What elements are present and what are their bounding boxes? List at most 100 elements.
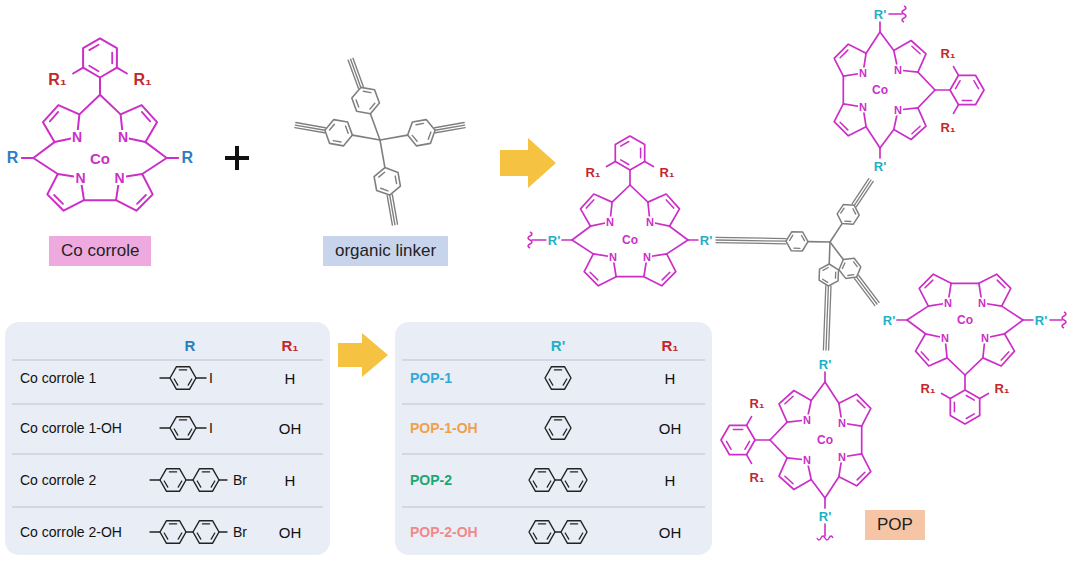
bond-line (907, 320, 926, 334)
table-cell: POP-2 (410, 473, 452, 487)
atom-label: N (893, 105, 903, 116)
table-header: R₁ (661, 338, 678, 353)
bond-line (219, 479, 227, 480)
box-text: organic linker (335, 241, 436, 261)
polymer-continuation (817, 536, 833, 540)
table-cell: H (665, 371, 676, 386)
double-bond-line (381, 188, 388, 191)
reaction-arrow (500, 138, 556, 188)
table-rule (12, 507, 323, 508)
bond-line (811, 480, 825, 499)
benzene-ring (160, 469, 186, 492)
double-bond-line (50, 112, 58, 121)
double-bond-line (547, 481, 551, 487)
bond-line (555, 531, 561, 532)
bond-line (942, 394, 951, 399)
double-bond-line (356, 100, 359, 107)
double-bond-line (570, 523, 577, 524)
benzene-ring (545, 417, 571, 440)
double-bond-line (662, 272, 670, 280)
double-bond-line (974, 81, 979, 89)
double-bond-line (197, 533, 201, 539)
atom-label: N (943, 298, 953, 309)
table-rule (12, 404, 323, 405)
benzene-ring (170, 417, 196, 440)
benzene-ring (529, 521, 555, 544)
table-cell: Co corrole 2-OH (20, 525, 122, 539)
benzene-ring (837, 205, 859, 225)
triple-bond-line (716, 240, 786, 241)
triple-bond-line (387, 196, 392, 226)
table-rule (402, 360, 705, 361)
substituent-label: R' (818, 358, 832, 371)
double-bond-line (621, 160, 629, 165)
benzene-ring (374, 168, 400, 196)
table-rule (402, 507, 705, 508)
bond-line (755, 439, 770, 441)
double-bond-line (179, 419, 186, 420)
atom-label: N (605, 217, 615, 228)
bond-line (219, 531, 227, 532)
double-bond-line (857, 400, 865, 408)
double-bond-line (842, 263, 844, 269)
double-bond-line (997, 280, 1005, 288)
bond-line (160, 427, 170, 428)
double-bond-line (169, 523, 176, 524)
triple-bond-line (716, 237, 786, 238)
bond-line (842, 76, 844, 104)
atom-label: N (117, 130, 129, 144)
atom-label: N (608, 252, 618, 263)
double-bond-line (538, 523, 545, 524)
table-cell: Co corrole 1-OH (20, 421, 122, 435)
double-bond-line (178, 481, 182, 487)
double-bond-line (174, 379, 178, 385)
triple-bond-line (435, 125, 465, 130)
atom-label: N (940, 333, 950, 344)
double-bond-line (954, 402, 956, 411)
double-bond-line (570, 471, 577, 472)
triple-bond-line (857, 277, 877, 304)
double-bond-line (174, 429, 178, 435)
double-bond-line (565, 533, 569, 539)
double-bond-line (333, 141, 341, 142)
double-bond-line (137, 195, 146, 204)
triple-bond-line (854, 180, 871, 205)
bond-line (117, 68, 127, 74)
triple-bond-line (435, 123, 465, 128)
bond-line (918, 90, 935, 108)
bond-line (73, 68, 83, 74)
polymer-continuation (1062, 312, 1066, 328)
double-bond-line (547, 533, 551, 539)
table-cell: H (285, 473, 296, 488)
atom-label: N (802, 415, 812, 426)
table-rule (12, 454, 323, 455)
bond-line (935, 89, 950, 91)
double-bond-line (563, 429, 567, 435)
label-box: organic linker (323, 236, 448, 266)
double-bond-line (549, 429, 553, 435)
double-bond-line (966, 414, 974, 419)
double-bond-line (921, 352, 928, 360)
bond-line (196, 377, 206, 378)
table-cell: Co corrole 1 (20, 371, 96, 385)
benzene-ring (160, 521, 186, 544)
substituent-label: R (182, 150, 194, 166)
benzene-ring (193, 521, 219, 544)
atom-label: N (642, 252, 652, 263)
double-bond-line (379, 172, 385, 177)
table-cell: POP-1-OH (410, 421, 478, 435)
double-bond-line (640, 148, 642, 157)
bond-line (33, 158, 58, 174)
substituent-label: R' (818, 510, 832, 523)
table-cell: OH (279, 525, 302, 540)
double-bond-line (912, 46, 920, 53)
double-bond-line (363, 91, 371, 92)
substituent-label: R' (547, 234, 561, 247)
double-bond-line (346, 126, 349, 133)
atom-label: N (645, 217, 655, 228)
double-bond-line (169, 471, 176, 472)
substituent-label: R₁ (995, 382, 1010, 395)
